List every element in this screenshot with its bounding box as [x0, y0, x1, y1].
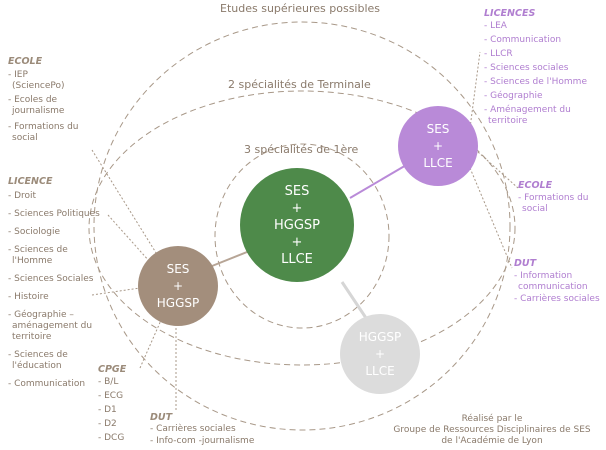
bottom-dut-item: - Info-com -journalisme — [150, 436, 255, 446]
right-dut-item: - Carrières sociales — [514, 294, 600, 304]
left-licence-item: - Sciences de — [8, 245, 68, 255]
node-ses-llce: SES + LLCE — [398, 106, 478, 186]
left-ecole-item: - Ecoles de — [8, 95, 58, 105]
right-licences-item: - Sciences de l'Homme — [484, 77, 587, 87]
right-ecole-title: ECOLE — [518, 180, 553, 191]
leader-licence-left-2 — [91, 287, 141, 296]
left-licence-item: - Sciences Politiques — [8, 209, 100, 219]
ring-label-middle: 2 spécialités de Terminale — [228, 78, 371, 91]
left-ecole-item: - IEP — [8, 70, 28, 80]
left-licence-item: - Géographie – — [8, 310, 74, 320]
right-licences-item: - LLCR — [484, 49, 513, 59]
ring-label-outer: Etudes supérieures possibles — [220, 2, 381, 15]
right-dut-item: communication — [518, 282, 588, 292]
bottom-cpge-item: - B/L — [98, 377, 119, 387]
right-dut-item: - Information — [514, 271, 573, 281]
node-ses-llce-line-1: SES — [426, 121, 450, 136]
left-ecole-item: - Formations du — [8, 122, 79, 132]
right-ecole-item: - Formations du — [518, 193, 589, 203]
right-ecole-item: social — [522, 204, 548, 214]
right-dut-title: DUT — [514, 258, 537, 269]
bottom-cpge-item: - D2 — [98, 419, 117, 429]
right-licences-item: - LEA — [484, 21, 507, 31]
node-ses-hggsp-llce: SES + HGGSP + LLCE — [240, 168, 354, 282]
node-ses-hggsp-line-3: HGGSP — [156, 295, 200, 310]
node-main-line-5: LLCE — [281, 251, 313, 267]
node-ses-hggsp-line-2: + — [172, 278, 184, 293]
left-licence-item: - Sociologie — [8, 227, 61, 237]
node-main-line-2: + — [291, 200, 303, 216]
left-licence-block: LICENCE - Droit - Sciences Politiques - … — [8, 176, 100, 390]
connector-main-to-ses-llce — [349, 163, 409, 199]
right-licences-item: territoire — [488, 116, 528, 126]
left-ecole-item: social — [12, 133, 38, 143]
connector-main-to-ses-hggsp — [211, 249, 253, 267]
right-licences-item: - Sciences sociales — [484, 63, 569, 73]
bottom-cpge-block: CPGE - B/L - ECG - D1 - D2 - DCG — [98, 364, 126, 444]
node-hggsp-llce-line-3: LLCE — [365, 363, 395, 378]
left-licence-item: - Histoire — [8, 292, 49, 302]
node-hggsp-llce-line-2: + — [374, 346, 386, 361]
credit-block: Réalisé par le Groupe de Ressources Disc… — [386, 414, 598, 447]
credit-line: Groupe de Ressources Disciplinaires de S… — [393, 425, 591, 435]
bottom-cpge-title: CPGE — [98, 364, 127, 375]
left-ecole-title: ECOLE — [8, 56, 43, 67]
bottom-dut-block: DUT - Carrières sociales - Info-com -jou… — [150, 412, 254, 447]
credit-line: Réalisé par le — [461, 414, 523, 424]
left-licence-item: l'Homme — [12, 256, 53, 266]
node-hggsp-llce-line-1: HGGSP — [358, 329, 402, 344]
leader-cpge — [139, 317, 163, 369]
left-ecole-item: (SciencePo) — [12, 81, 65, 91]
middle-ring — [88, 90, 516, 366]
left-licence-item: aménagement du — [12, 321, 93, 331]
leader-licences-right — [469, 51, 481, 129]
bottom-cpge-item: - D1 — [98, 405, 117, 415]
inner-ring — [214, 143, 390, 329]
left-ecole-item: journalisme — [12, 106, 65, 116]
credit-line: de l'Académie de Lyon — [441, 436, 543, 446]
left-licence-item: - Sciences de — [8, 350, 68, 360]
bottom-cpge-item: - ECG — [98, 391, 124, 401]
right-licences-item: - Aménagement du — [484, 105, 571, 115]
right-dut-block: DUT - Information communication - Carriè… — [514, 258, 600, 305]
node-hggsp-llce: HGGSP + LLCE — [340, 314, 420, 394]
bottom-cpge-item: - DCG — [98, 433, 125, 443]
left-ecole-block: ECOLE - IEP (SciencePo) - Ecoles de jour… — [8, 56, 79, 144]
leader-ecole-left — [91, 149, 159, 257]
right-licences-item: - Géographie — [484, 91, 543, 101]
left-licence-title: LICENCE — [8, 176, 53, 187]
right-licences-block: LICENCES - LEA - Communication - LLCR - … — [484, 8, 587, 127]
node-main-line-4: + — [291, 234, 303, 250]
node-ses-hggsp-line-1: SES — [166, 261, 190, 276]
left-licence-item: territoire — [12, 332, 52, 342]
left-licence-item: - Communication — [8, 379, 86, 389]
left-licence-item: l'éducation — [12, 361, 62, 371]
bottom-dut-item: - Carrières sociales — [150, 424, 236, 434]
node-ses-hggsp: SES + HGGSP — [138, 246, 218, 326]
left-licence-item: - Sciences Sociales — [8, 274, 94, 284]
right-licences-item: - Communication — [484, 35, 562, 45]
leader-ecole-right — [477, 151, 519, 189]
node-ses-llce-line-2: + — [432, 138, 444, 153]
bottom-dut-title: DUT — [150, 412, 173, 423]
right-ecole-block: ECOLE - Formations du social — [518, 180, 589, 215]
outer-ring — [93, 21, 511, 431]
left-licence-item: - Droit — [8, 191, 37, 201]
node-main-line-3: HGGSP — [273, 217, 320, 233]
node-main-line-1: SES — [284, 183, 310, 199]
ring-label-inner: 3 spécialités de 1ère — [244, 143, 359, 156]
node-ses-llce-line-3: LLCE — [423, 155, 453, 170]
connector-main-to-hggsp-llce — [340, 281, 368, 319]
right-licences-title: LICENCES — [484, 8, 536, 19]
leader-licence-left — [107, 214, 151, 263]
